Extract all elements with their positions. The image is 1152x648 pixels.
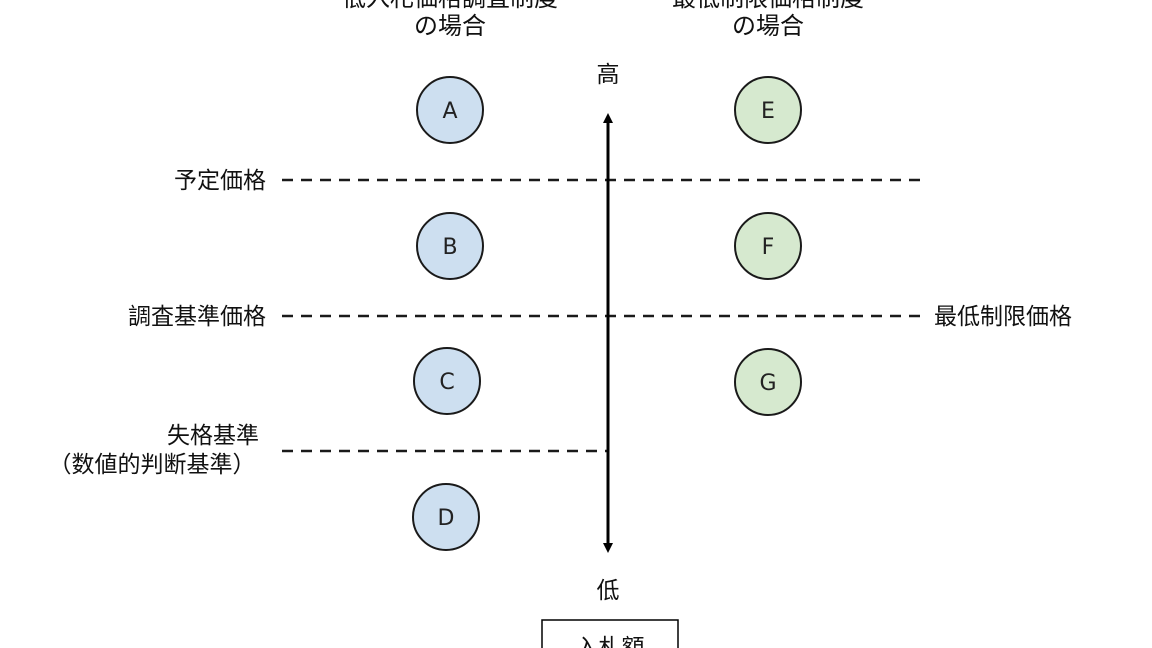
node-d-circle <box>412 483 480 551</box>
right-header-line1: 最低制限価格制度 <box>672 0 864 12</box>
disqualification-label-line1: 失格基準 <box>167 423 259 449</box>
disqualification-label-line2: （数値的判断基準） <box>49 452 256 478</box>
axis-high-label: 高 <box>597 62 620 88</box>
node-c: C <box>413 347 481 415</box>
node-g: G <box>734 348 802 416</box>
bid-amount-box <box>541 619 679 648</box>
node-d: D <box>412 483 480 551</box>
minimum-limit-price-label: 最低制限価格 <box>934 304 1072 330</box>
node-b-circle <box>416 212 484 280</box>
node-f: F <box>734 212 802 280</box>
node-f-circle <box>734 212 802 280</box>
left-header-line2: の場合 <box>414 12 486 40</box>
node-c-circle <box>413 347 481 415</box>
node-a-circle <box>416 76 484 144</box>
node-g-circle <box>734 348 802 416</box>
survey-base-price-label: 調査基準価格 <box>128 304 266 330</box>
node-c-label: C <box>439 370 454 395</box>
planned-price-label: 予定価格 <box>174 168 266 194</box>
node-g-label: G <box>759 371 776 396</box>
bid-amount-box-label: 入札額 <box>576 635 645 648</box>
node-f-label: F <box>762 235 775 260</box>
node-e: E <box>734 76 802 144</box>
node-b-label: B <box>442 235 457 260</box>
right-header-line2: の場合 <box>732 12 804 40</box>
node-a: A <box>416 76 484 144</box>
node-a-label: A <box>442 99 457 124</box>
node-b: B <box>416 212 484 280</box>
node-d-label: D <box>438 506 455 531</box>
left-header-line1: 低入札価格調査制度 <box>342 0 558 12</box>
node-e-circle <box>734 76 802 144</box>
axis-low-label: 低 <box>597 578 620 604</box>
node-e-label: E <box>761 99 775 124</box>
